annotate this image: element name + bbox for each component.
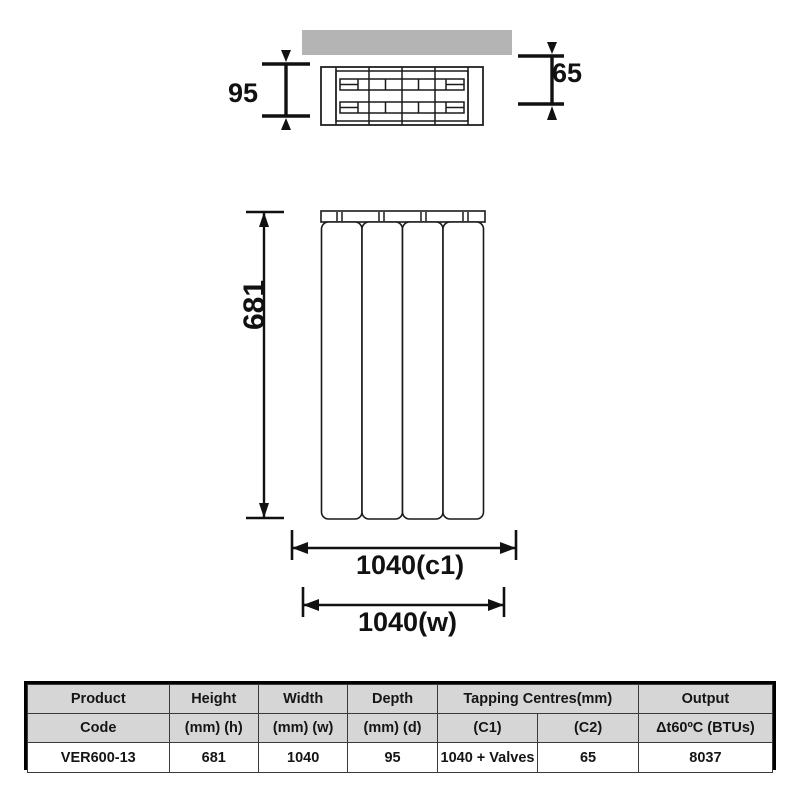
cell-product-code: VER600-13 <box>27 742 170 773</box>
top-view-section-drawing <box>320 66 484 126</box>
cell-output: 8037 <box>637 742 774 773</box>
top-view-wall-bar <box>302 30 512 55</box>
cell-c1: 1040 + Valves <box>436 742 539 773</box>
cell-height: 681 <box>168 742 259 773</box>
header-depth-units: (mm) (d) <box>347 713 438 743</box>
dimension-65-arrows <box>518 42 564 120</box>
dimension-label-95: 95 <box>228 78 259 108</box>
header-c2: (C2) <box>537 713 639 743</box>
table-header-row-2: Code (mm) (h) (mm) (w) (mm) (d) (C1) (C2… <box>27 713 774 743</box>
header-height-units: (mm) (h) <box>168 713 259 743</box>
cell-width: 1040 <box>257 742 349 773</box>
dimension-label-c1: 1040(c1) <box>356 550 465 580</box>
dimension-681-arrows <box>246 210 284 520</box>
dimension-c1-arrows <box>290 530 518 560</box>
header-width-units: (mm) (w) <box>257 713 349 743</box>
header-width: Width <box>257 684 349 714</box>
cell-depth: 95 <box>347 742 438 773</box>
header-depth: Depth <box>347 684 438 714</box>
dimension-label-w: 1040(w) <box>358 607 458 637</box>
dimension-95-arrows <box>262 50 310 130</box>
header-c1: (C1) <box>436 713 539 743</box>
dimension-label-65: 65 <box>552 58 583 88</box>
header-product: Product <box>27 684 170 714</box>
dimension-label-681: 681 <box>238 279 271 330</box>
header-code: Code <box>27 713 170 743</box>
header-height: Height <box>168 684 259 714</box>
header-output-units: Δt60ºC (BTUs) <box>637 713 774 743</box>
header-output: Output <box>637 684 774 714</box>
table-header-row-1: Product Height Width Depth Tapping Centr… <box>27 684 774 714</box>
table-row: VER600-13 681 1040 95 1040 + Valves 65 8… <box>27 742 774 773</box>
front-view-radiator-drawing <box>320 210 486 520</box>
dimension-w-arrows <box>301 587 506 617</box>
cell-c2: 65 <box>537 742 639 773</box>
header-tapping-centres: Tapping Centres(mm) <box>436 684 639 714</box>
specification-table: Product Height Width Depth Tapping Centr… <box>24 681 776 773</box>
